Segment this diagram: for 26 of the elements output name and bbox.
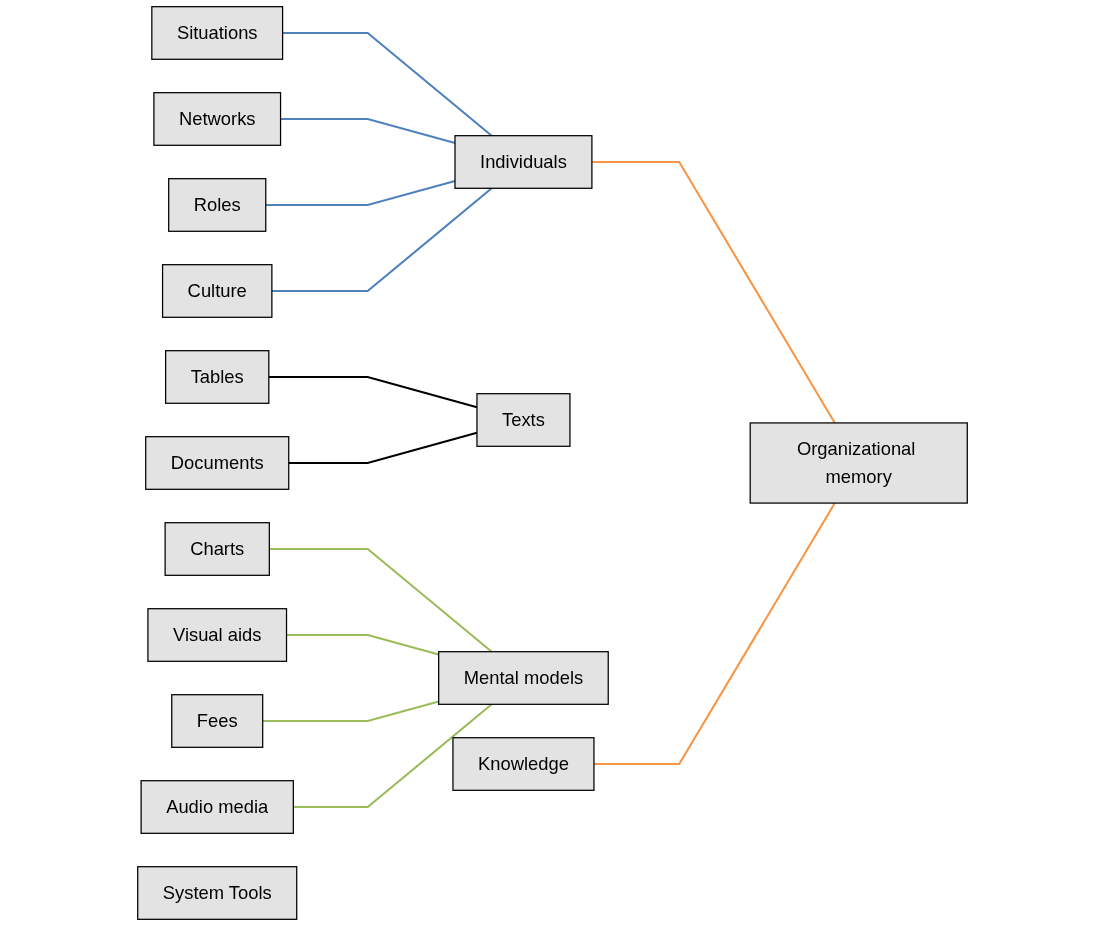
connector	[269, 547, 493, 653]
node-box: Networks	[153, 92, 282, 146]
node-box: Mental models	[438, 651, 609, 705]
node-box: Documents	[145, 436, 290, 490]
node-box: Individuals	[454, 135, 593, 189]
node-box: Organizational memory	[749, 422, 968, 504]
connector	[593, 502, 836, 766]
node-box: Visual aids	[147, 608, 288, 662]
connector	[591, 160, 836, 424]
node-box: Charts	[164, 522, 270, 576]
connector	[282, 31, 493, 137]
connector	[271, 187, 493, 293]
connector	[280, 117, 456, 145]
connector	[293, 703, 493, 809]
node-box: Texts	[476, 393, 571, 447]
node-box: Audio media	[140, 780, 294, 834]
node-box: Situations	[151, 6, 284, 60]
node-box: Fees	[171, 694, 264, 748]
node-box: Roles	[168, 178, 267, 232]
connector	[265, 179, 456, 207]
node-box: Culture	[161, 264, 273, 318]
node-box: System Tools	[137, 866, 298, 920]
node-box: Knowledge	[452, 737, 595, 791]
connector	[262, 700, 439, 723]
node-box: Tables	[165, 350, 270, 404]
connector	[286, 633, 439, 656]
